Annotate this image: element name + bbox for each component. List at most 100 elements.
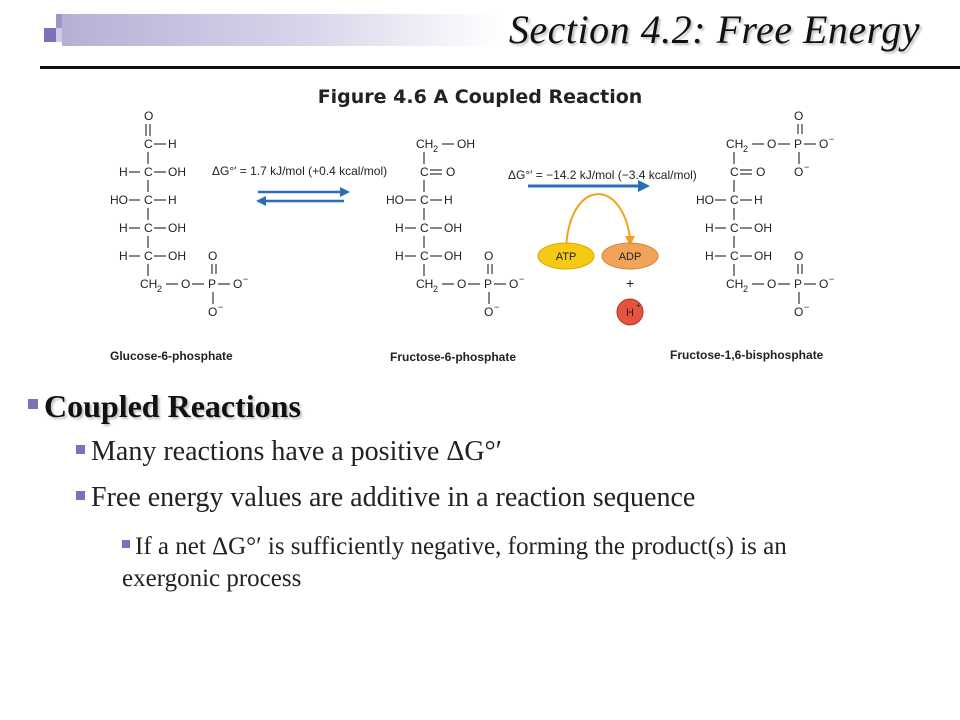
svg-text:H: H — [168, 193, 177, 207]
svg-text:−: − — [829, 134, 834, 144]
svg-text:2: 2 — [433, 284, 438, 294]
svg-text:C: C — [420, 221, 429, 235]
slide-title: Section 4.2: Free Energy — [508, 7, 920, 52]
forward-arrow — [528, 180, 650, 192]
svg-text:H: H — [705, 249, 714, 263]
header-gradient-bar — [62, 14, 502, 46]
svg-text:C: C — [730, 249, 739, 263]
svg-text:−: − — [243, 274, 248, 284]
molecule-label: Glucose-6-phosphate — [110, 349, 233, 363]
svg-text:O: O — [794, 249, 803, 263]
svg-text:CH: CH — [140, 277, 157, 291]
svg-text:2: 2 — [157, 284, 162, 294]
svg-text:O: O — [819, 277, 828, 291]
svg-text:C: C — [730, 193, 739, 207]
bullet-item: Many reactions have a positive ΔG°′ — [76, 433, 928, 471]
svg-text:C: C — [144, 249, 153, 263]
svg-text:O: O — [767, 137, 776, 151]
svg-text:C: C — [730, 221, 739, 235]
svg-text:H: H — [119, 221, 128, 235]
svg-text:O: O — [208, 305, 217, 319]
reaction1-delta-g: ΔG°′ = 1.7 kJ/mol (+0.4 kcal/mol) — [212, 164, 387, 178]
svg-text:H: H — [395, 249, 404, 263]
bullet-item-text: Free energy values are additive in a rea… — [91, 482, 696, 513]
svg-text:HO: HO — [110, 193, 128, 207]
svg-text:OH: OH — [444, 221, 462, 235]
molecule-label: Fructose-1,6-bisphosphate — [670, 348, 824, 362]
svg-text:C: C — [420, 165, 429, 179]
svg-text:ADP: ADP — [619, 251, 642, 263]
svg-text:H: H — [168, 137, 177, 151]
bullet-list: Coupled Reactions Many reactions have a … — [28, 388, 928, 595]
svg-text:H: H — [119, 165, 128, 179]
title-divider — [40, 66, 960, 69]
svg-text:OH: OH — [168, 221, 186, 235]
svg-text:P: P — [794, 137, 802, 151]
svg-text:CH: CH — [416, 137, 433, 151]
svg-text:O: O — [484, 249, 493, 263]
svg-text:−: − — [804, 162, 809, 172]
svg-text:C: C — [730, 165, 739, 179]
bullet-square-icon — [122, 540, 130, 549]
svg-text:−: − — [494, 302, 499, 312]
svg-text:H: H — [444, 193, 453, 207]
svg-text:O: O — [794, 109, 803, 123]
svg-text:OH: OH — [168, 165, 186, 179]
svg-text:H: H — [705, 221, 714, 235]
svg-text:C: C — [144, 193, 153, 207]
svg-text:O: O — [181, 277, 190, 291]
bullet-square-icon — [76, 491, 85, 501]
svg-text:P: P — [208, 277, 216, 291]
svg-text:H: H — [754, 193, 763, 207]
svg-text:P: P — [484, 277, 492, 291]
svg-text:C: C — [144, 137, 153, 151]
atp-badge: ATP — [537, 242, 595, 270]
svg-text:2: 2 — [743, 144, 748, 154]
atp-adp-curved-arrow — [565, 193, 631, 249]
svg-text:CH: CH — [416, 277, 433, 291]
svg-text:O: O — [509, 277, 518, 291]
svg-text:ATP: ATP — [556, 251, 577, 263]
svg-text:O: O — [484, 305, 493, 319]
corner-decoration — [44, 28, 58, 42]
svg-text:2: 2 — [433, 144, 438, 154]
svg-text:O: O — [756, 165, 765, 179]
figure-caption: Figure 4.6 A Coupled Reaction — [317, 86, 643, 108]
svg-text:CH: CH — [726, 277, 743, 291]
svg-text:O: O — [794, 165, 803, 179]
svg-text:P: P — [794, 277, 802, 291]
svg-text:O: O — [767, 277, 776, 291]
svg-text:−: − — [829, 274, 834, 284]
svg-text:+: + — [636, 301, 641, 310]
svg-text:−: − — [218, 302, 223, 312]
svg-text:O: O — [208, 249, 217, 263]
svg-text:H: H — [626, 307, 634, 319]
svg-text:HO: HO — [386, 193, 404, 207]
svg-text:OH: OH — [168, 249, 186, 263]
reaction2-delta-g: ΔG°′ = −14.2 kJ/mol (−3.4 kcal/mol) — [508, 168, 697, 182]
bullet-heading-text: Coupled Reactions — [44, 388, 301, 424]
molecule-label: Fructose-6-phosphate — [390, 350, 516, 364]
svg-text:HO: HO — [696, 193, 714, 207]
bullet-heading: Coupled Reactions — [28, 388, 928, 425]
svg-text:O: O — [457, 277, 466, 291]
svg-text:−: − — [804, 302, 809, 312]
svg-text:O: O — [794, 305, 803, 319]
svg-text:O: O — [233, 277, 242, 291]
proton-badge: H + — [616, 298, 644, 326]
svg-text:C: C — [144, 221, 153, 235]
svg-text:H: H — [395, 221, 404, 235]
svg-text:OH: OH — [754, 221, 772, 235]
bullet-square-icon — [76, 445, 85, 455]
svg-text:2: 2 — [743, 284, 748, 294]
svg-text:O: O — [446, 165, 455, 179]
svg-text:C: C — [420, 193, 429, 207]
svg-text:OH: OH — [457, 137, 475, 151]
bullet-item: Free energy values are additive in a rea… — [76, 479, 856, 517]
adp-badge: ADP — [601, 242, 659, 270]
bullet-item-text: Many reactions have a positive ΔG°′ — [91, 436, 502, 467]
